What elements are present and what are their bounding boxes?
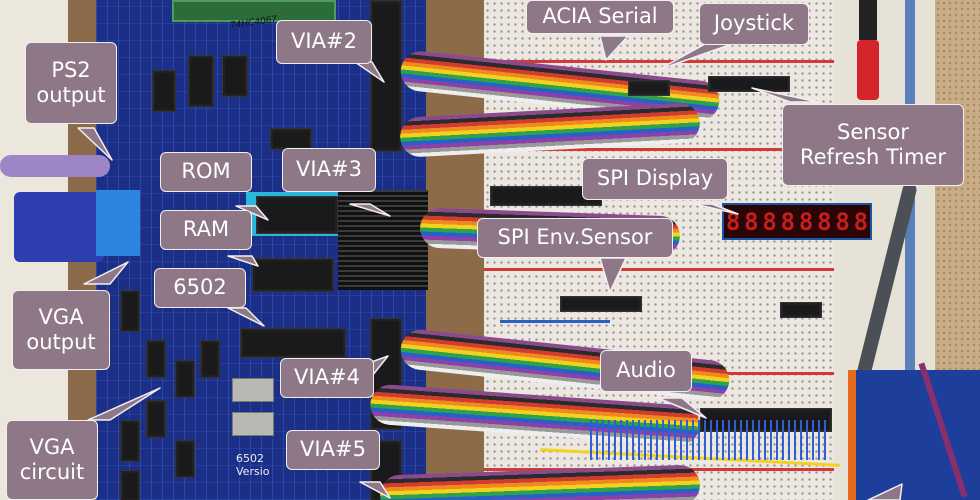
- pointer-joystick: [657, 43, 733, 71]
- callout-line: PS2: [51, 57, 91, 82]
- breadboard-power-rail: [484, 268, 834, 271]
- callout-line: Audio: [616, 358, 676, 383]
- callout-line: RAM: [182, 217, 230, 242]
- vga-logic-chip: [200, 340, 220, 378]
- callout-vga-circuit: VGA circuit: [6, 420, 98, 500]
- via2-chip: [370, 0, 402, 152]
- callout-ps2-output: PS2 output: [25, 42, 117, 124]
- callout-line: circuit: [19, 460, 85, 484]
- callout-via5: VIA#5: [286, 430, 380, 470]
- callout-line: SPI Env.Sensor: [497, 225, 653, 250]
- callout-line: ACIA Serial: [542, 4, 658, 29]
- pointer-spi-env: [599, 257, 627, 293]
- callout-line: output: [26, 330, 96, 354]
- vga-logic-chip: [120, 290, 140, 332]
- power-plug-black: [859, 0, 877, 40]
- breadboard-chip: [780, 302, 822, 318]
- callout-spi-env-sensor: SPI Env.Sensor: [477, 218, 673, 258]
- callout-line: VIA#2: [291, 29, 357, 54]
- timer-chip: [708, 76, 790, 92]
- callout-line: SPI Display: [596, 166, 714, 191]
- callout-line: VGA: [38, 304, 84, 329]
- callout-line: 6502: [173, 275, 227, 300]
- pointer-via3: [349, 203, 391, 217]
- breadboard-chip: [628, 80, 670, 96]
- callout-audio: Audio: [600, 350, 692, 392]
- pointer-audio: [657, 397, 707, 419]
- logic-chip: [222, 55, 248, 97]
- seven-segment-display: 8 8 8 8 8 8 8 8: [722, 203, 872, 240]
- segment-digit: 8: [780, 207, 796, 236]
- vga-logic-chip: [175, 440, 195, 478]
- jumper-wire: [500, 320, 610, 323]
- callout-6502: 6502: [154, 268, 246, 308]
- callout-line: Refresh Timer: [799, 145, 946, 169]
- segment-digit: 8: [853, 207, 869, 236]
- crystal-oscillator: [232, 412, 274, 436]
- pointer-vga-out: [83, 261, 129, 285]
- breadboard-power-rail: [484, 148, 834, 151]
- callout-line: VGA: [29, 434, 75, 459]
- lcd-module: [172, 0, 336, 22]
- callout-line: ROM: [181, 159, 231, 184]
- pcb-board-name: 6502: [236, 452, 264, 465]
- crystal-oscillator: [232, 378, 274, 402]
- callout-sensor-refresh-timer: Sensor Refresh Timer: [782, 104, 964, 186]
- callout-rom: ROM: [160, 152, 252, 192]
- pointer-6502: [227, 307, 265, 327]
- callout-via3: VIA#3: [282, 148, 376, 192]
- callout-vga-output: VGA output: [12, 290, 110, 370]
- segment-digit: 8: [762, 207, 777, 236]
- pointer-via5: [359, 481, 391, 499]
- pointer-sensor-timer: [751, 87, 819, 103]
- pointer-arduino: [867, 483, 903, 500]
- callout-line: VIA#5: [300, 437, 366, 462]
- vga-port: [96, 190, 140, 256]
- ram-chip: [252, 258, 334, 292]
- blue-jumper-wires: [590, 420, 830, 460]
- cpu-6502-chip: [240, 328, 346, 358]
- pcb-silkscreen: 6502 Versio: [236, 452, 269, 478]
- callout-line: Sensor: [837, 119, 909, 144]
- rom-chip: [256, 196, 338, 234]
- pointer-rom: [235, 205, 269, 221]
- segment-digit: 8: [725, 207, 741, 236]
- power-plug-red: [857, 40, 879, 100]
- env-sensor-chip: [560, 296, 642, 312]
- callout-ram: RAM: [160, 210, 252, 250]
- ps2-plug: [0, 155, 110, 177]
- pointer-via2: [354, 61, 385, 83]
- vga-logic-chip: [175, 360, 195, 398]
- pointer-spi-display: [693, 203, 739, 215]
- logic-chip: [188, 55, 214, 107]
- callout-via4: VIA#4: [280, 358, 374, 398]
- pointer-ram: [227, 255, 259, 267]
- callout-via2: VIA#2: [276, 20, 372, 64]
- callout-acia-serial: ACIA Serial: [526, 0, 674, 34]
- vga-logic-chip: [120, 420, 140, 462]
- callout-line: output: [36, 83, 106, 107]
- callout-spi-display: SPI Display: [582, 158, 728, 200]
- pointer-ps2: [77, 127, 113, 161]
- pcb-board-version: Versio: [236, 465, 270, 478]
- segment-digit: 8: [798, 207, 814, 236]
- pointer-acia: [599, 35, 629, 61]
- breadboard-power-rail: [484, 60, 834, 63]
- callout-line: Joystick: [713, 11, 795, 36]
- callout-joystick: Joystick: [699, 3, 809, 45]
- vga-plug: [14, 192, 104, 262]
- vga-logic-chip: [146, 400, 166, 438]
- segment-digit: 8: [817, 207, 832, 236]
- segment-digit: 8: [744, 207, 759, 236]
- callout-line: VIA#4: [294, 365, 360, 390]
- usb-cable: [905, 0, 915, 500]
- pointer-vga-circuit: [87, 387, 161, 421]
- vga-logic-chip: [120, 470, 140, 500]
- via3-wire-bundle: [338, 190, 428, 290]
- segment-digit: 8: [835, 207, 850, 236]
- logic-chip: [152, 70, 176, 112]
- vga-logic-chip: [146, 340, 166, 378]
- callout-line: VIA#3: [296, 157, 362, 182]
